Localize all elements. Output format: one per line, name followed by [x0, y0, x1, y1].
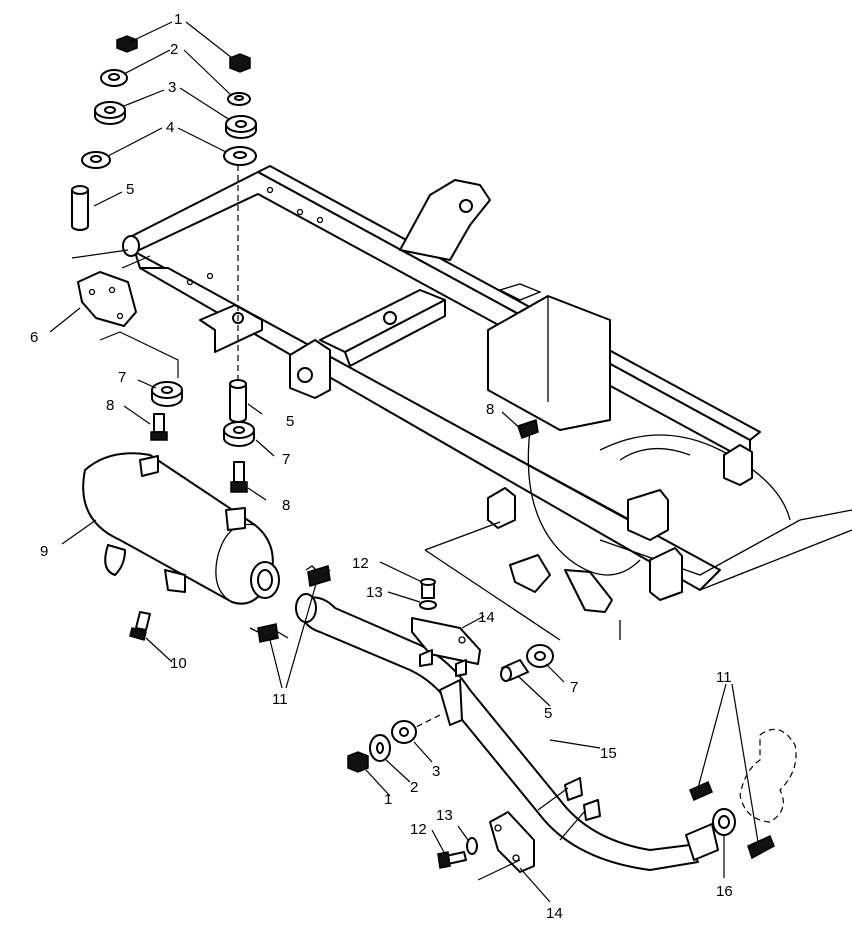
callout-10: 10	[170, 655, 187, 672]
grommet-icon	[391, 720, 417, 744]
top-left-fastener-stack	[71, 35, 138, 231]
callout-4: 4	[166, 119, 174, 136]
bolt-icon	[129, 611, 151, 641]
callout-13: 13	[366, 584, 383, 601]
callout-8: 8	[486, 401, 494, 418]
bolt-icon	[230, 461, 248, 493]
callout-8: 8	[282, 497, 290, 514]
lock-nut-icon	[229, 53, 251, 73]
callout-14: 14	[546, 905, 563, 922]
callout-15: 15	[600, 745, 617, 762]
callout-7: 7	[282, 451, 290, 468]
callout-16: 16	[716, 883, 733, 900]
callout-12: 12	[352, 555, 369, 572]
washer-icon	[223, 146, 257, 166]
callout-8: 8	[106, 397, 114, 414]
callout-14: 14	[478, 609, 495, 626]
spacer-sleeve-icon	[500, 659, 529, 682]
callout-9: 9	[40, 543, 48, 560]
callout-2: 2	[410, 779, 418, 796]
callout-5: 5	[544, 705, 552, 722]
bolt-icon	[420, 578, 436, 599]
callout-2: 2	[170, 41, 178, 58]
callout-11: 11	[272, 691, 288, 708]
engine-exhaust-port	[739, 728, 797, 823]
grommet-icon	[94, 101, 126, 125]
header-pipe	[295, 593, 719, 871]
gasket-ring-icon	[712, 808, 736, 836]
callout-5: 5	[286, 413, 294, 430]
callout-5: 5	[126, 181, 134, 198]
washer-icon	[419, 600, 437, 610]
callout-1: 1	[384, 791, 392, 808]
leader-lines	[49, 21, 759, 903]
callout-13: 13	[436, 807, 453, 824]
vehicle-frame	[122, 165, 852, 641]
grommet-icon	[225, 115, 257, 139]
callout-7: 7	[570, 679, 578, 696]
callout-12: 12	[410, 821, 427, 838]
grommet-icon	[151, 381, 183, 407]
spring-icon	[747, 834, 775, 860]
clamp-bracket	[489, 811, 535, 873]
callout-1: 1	[174, 11, 182, 28]
callout-7: 7	[118, 369, 126, 386]
lock-nut-icon	[116, 35, 138, 53]
callout-labels: 1 2 3 4 5 6 7 8 5 7 8 8 9 10 11 12 13 14…	[30, 11, 733, 922]
bolt-icon	[517, 419, 539, 439]
mount-plate	[77, 271, 137, 327]
grommet-icon	[223, 421, 255, 447]
washer-icon	[81, 151, 111, 169]
callout-3: 3	[168, 79, 176, 96]
top-right-fastener-stack	[223, 53, 257, 166]
spring-icon	[249, 623, 289, 643]
flat-washer-icon	[227, 92, 251, 106]
muffler	[82, 452, 280, 605]
spring-icon	[689, 780, 713, 802]
spacer-sleeve-icon	[229, 379, 247, 423]
callout-6: 6	[30, 329, 38, 346]
callout-11: 11	[716, 669, 732, 686]
bolt-icon	[437, 851, 467, 869]
flat-washer-icon	[100, 69, 128, 87]
spacer-sleeve-icon	[71, 185, 89, 231]
grommet-icon	[526, 644, 554, 668]
washer-icon	[466, 837, 478, 855]
clamp-bracket	[411, 617, 481, 677]
flat-washer-icon	[369, 734, 391, 762]
spring-icon	[305, 565, 331, 587]
bolt-icon	[150, 413, 168, 441]
callout-3: 3	[432, 763, 440, 780]
lock-nut-icon	[347, 751, 369, 773]
